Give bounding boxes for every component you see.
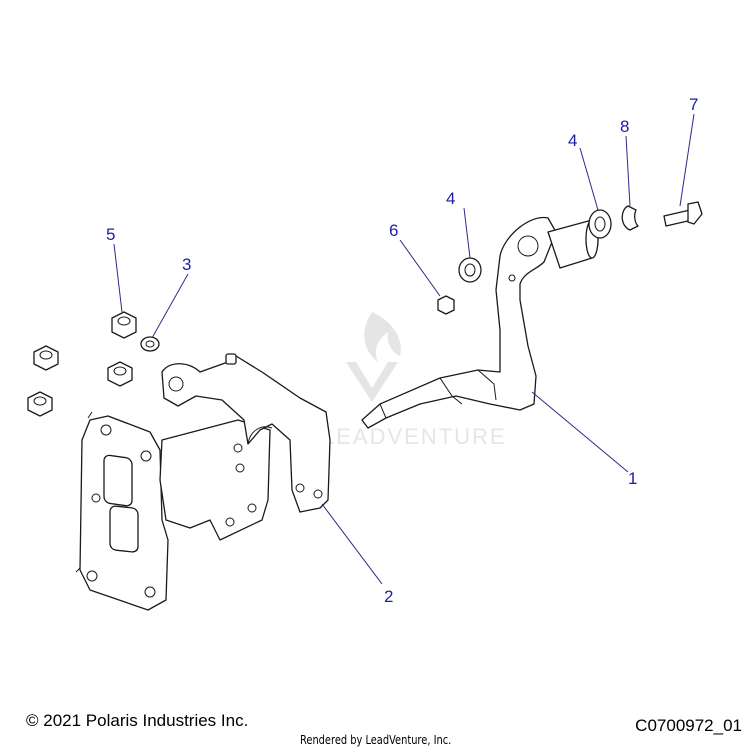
callout-labels: 1 2 3 4 4 5 6 7 8 — [106, 95, 698, 606]
washer-part — [588, 209, 612, 239]
leader-4a — [463, 207, 471, 259]
callout-7: 7 — [689, 95, 698, 114]
leader-6 — [399, 239, 441, 297]
leadventure-watermark: LEADVENTURE — [322, 312, 507, 449]
copyright-text: © 2021 Polaris Industries Inc. — [26, 711, 249, 730]
bracket-plate-part — [75, 353, 331, 611]
bushing-part — [437, 295, 455, 315]
callout-4a: 4 — [568, 131, 577, 150]
leader-2 — [321, 503, 383, 585]
callout-8: 8 — [620, 117, 629, 136]
diagram-id: C0700972_01 — [635, 716, 742, 735]
leader-lines — [113, 113, 695, 585]
hex-nut — [33, 345, 59, 371]
rendered-by-text: Rendered by LeadVenture, Inc. — [300, 733, 452, 747]
bolt-part — [663, 201, 703, 227]
washer-part — [458, 257, 482, 283]
callout-2: 2 — [384, 587, 393, 606]
e-clip-part — [621, 205, 639, 231]
leader-4b — [579, 147, 599, 211]
leader-3 — [151, 273, 189, 339]
flange-nut-5 — [111, 311, 137, 339]
callout-3: 3 — [182, 255, 191, 274]
hex-nut — [107, 361, 133, 387]
callout-4b: 4 — [446, 189, 455, 208]
watermark-text: LEADVENTURE — [322, 424, 507, 449]
callout-6: 6 — [389, 221, 398, 240]
leader-1 — [531, 391, 629, 473]
callout-5: 5 — [106, 225, 115, 244]
hex-nut-group — [27, 311, 137, 417]
callout-1: 1 — [628, 469, 637, 488]
brake-pedal-part — [361, 216, 599, 429]
leader-5 — [113, 243, 123, 313]
hex-nut — [27, 391, 53, 417]
leader-8 — [625, 135, 631, 207]
leader-7 — [679, 113, 695, 207]
lock-washer-part — [140, 336, 160, 352]
